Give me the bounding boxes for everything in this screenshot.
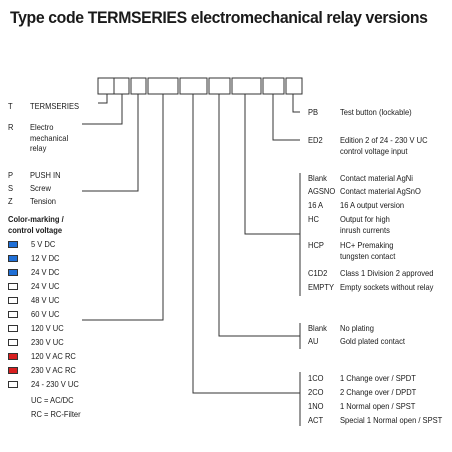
swatch-230vuc (8, 339, 18, 346)
connector-contact-type (192, 94, 300, 394)
page-title: Type code TERMSERIES electromechanical r… (10, 8, 428, 27)
contact-code: HCP (308, 240, 324, 250)
contact-desc: Class 1 Division 2 approved (340, 268, 434, 278)
plating-code: Blank (308, 323, 327, 333)
connection-code-s: S (8, 183, 14, 193)
contact-code: Blank (308, 173, 327, 183)
swatch-5vdc (8, 241, 18, 248)
contact-code: HC (308, 214, 319, 224)
code-box-relay (113, 77, 130, 95)
voltage-label: 5 V DC (31, 239, 56, 249)
contact-type-desc: 1 Change over / SPDT (340, 373, 416, 383)
voltage-label: 24 V DC (31, 267, 60, 277)
contact-type-desc: 2 Change over / DPDT (340, 387, 417, 397)
voltage-label: 230 V UC (31, 337, 64, 347)
connection-desc-s: Screw (30, 183, 51, 193)
contact-desc: Contact material AgSnO (340, 186, 421, 196)
swatch-24vdc (8, 269, 18, 276)
plating-code: AU (308, 336, 319, 346)
contact-desc: 16 A output version (340, 200, 405, 210)
code-box-series (97, 77, 115, 95)
contact-code: C1D2 (308, 268, 328, 278)
connector-plating (218, 94, 300, 337)
note-uc: UC = AC/DC (31, 395, 74, 405)
swatch-24-230vuc (8, 381, 18, 388)
note-rc: RC = RC-Filter (31, 409, 81, 419)
code-box-contact-material (231, 77, 262, 95)
swatch-24vuc (8, 283, 18, 290)
relay-code: R (8, 122, 14, 132)
relay-desc: Electro mechanical relay (30, 122, 69, 154)
contact-desc: Contact material AgNi (340, 173, 413, 183)
contact-type-code: 1NO (308, 401, 324, 411)
voltage-label: 120 V AC RC (31, 351, 76, 361)
test-button-desc: Test button (lockable) (340, 107, 412, 117)
swatch-60vuc (8, 311, 18, 318)
contact-type-desc: 1 Normal open / SPST (340, 401, 416, 411)
voltage-label: 120 V UC (31, 323, 64, 333)
swatch-120vacrc (8, 353, 18, 360)
voltage-label: 48 V UC (31, 295, 60, 305)
contact-type-code: ACT (308, 415, 324, 425)
connector-edition (272, 94, 300, 141)
contact-code: EMPTY (308, 282, 334, 292)
contact-code: 16 A (308, 200, 324, 210)
code-box-edition (262, 77, 285, 95)
connection-code-p: P (8, 170, 14, 180)
contact-type-desc: Special 1 Normal open / SPST (340, 415, 443, 425)
connector-connection (82, 94, 139, 192)
code-box-plating (208, 77, 231, 95)
contact-type-code: 1CO (308, 373, 324, 383)
code-box-connection (130, 77, 147, 95)
swatch-12vdc (8, 255, 18, 262)
contact-desc: HC+ Premaking tungsten contact (340, 240, 396, 261)
connector-series (98, 94, 108, 104)
swatch-48vuc (8, 297, 18, 304)
voltage-label: 230 V AC RC (31, 365, 76, 375)
series-desc: TERMSERIES (30, 101, 80, 111)
swatch-230vacrc (8, 367, 18, 374)
series-code: T (8, 101, 13, 111)
connection-code-z: Z (8, 196, 13, 206)
edition-desc: Edition 2 of 24 - 230 V UC control volta… (340, 135, 428, 156)
contact-desc: Output for high inrush currents (340, 214, 390, 235)
code-box-test-button (285, 77, 303, 95)
voltage-label: 60 V UC (31, 309, 60, 319)
test-button-code: PB (308, 107, 319, 117)
plating-desc: Gold plated contact (340, 336, 405, 346)
connection-desc-z: Tension (30, 196, 56, 206)
edition-code: ED2 (308, 135, 323, 145)
voltage-label: 24 V UC (31, 281, 60, 291)
connection-desc-p: PUSH IN (30, 170, 61, 180)
contact-code: AGSNO (308, 186, 336, 196)
connector-contact-material (244, 94, 300, 235)
plating-desc: No plating (340, 323, 374, 333)
contact-type-code: 2CO (308, 387, 324, 397)
swatch-120vuc (8, 325, 18, 332)
connector-relay (82, 94, 123, 125)
voltage-heading: Color-marking / control voltage (8, 214, 64, 235)
code-box-voltage (147, 77, 179, 95)
code-box-contact-type (179, 77, 208, 95)
connector-voltage (82, 94, 164, 321)
voltage-label: 24 - 230 V UC (31, 379, 79, 389)
contact-desc: Empty sockets without relay (340, 282, 434, 292)
voltage-label: 12 V DC (31, 253, 60, 263)
connector-test-button (292, 94, 300, 113)
